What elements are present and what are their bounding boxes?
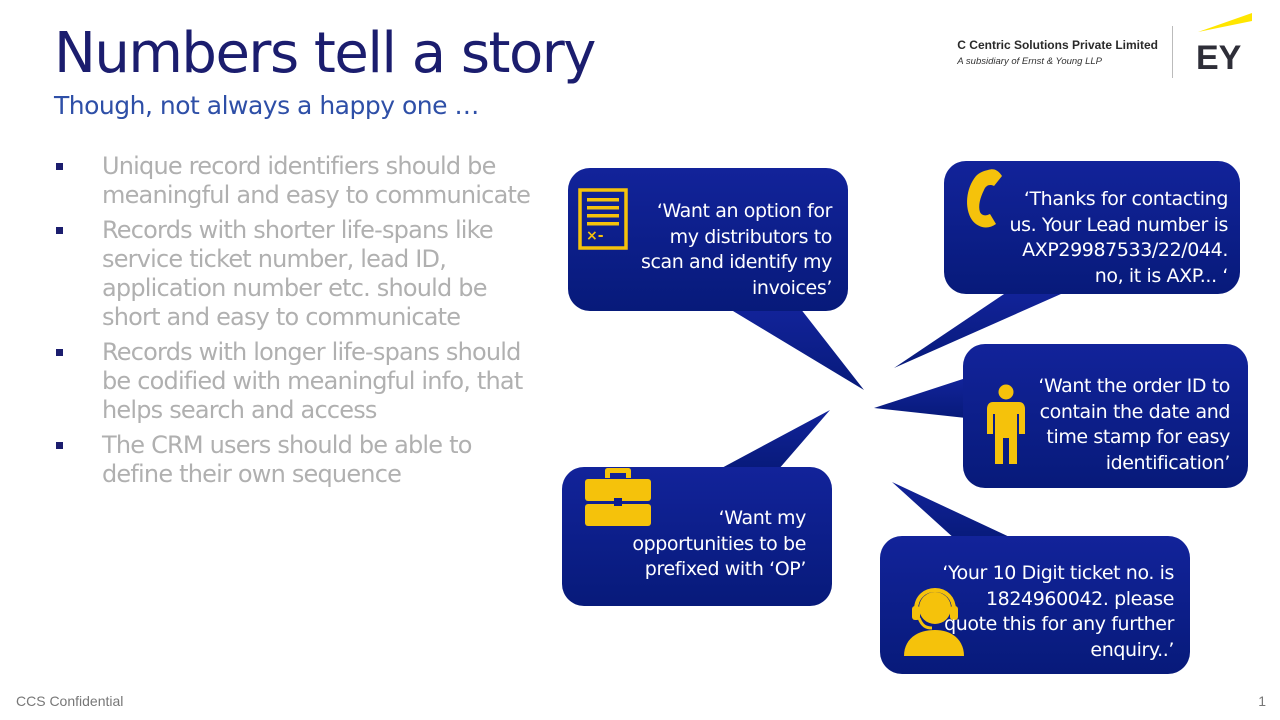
callout-text-invoice: ‘Want an option for my distributors to s…	[640, 200, 832, 299]
callout-text-phone: ‘Thanks for contacting us. Your Lead num…	[1009, 188, 1229, 287]
slide-title: Numbers tell a story	[54, 21, 596, 86]
callout-text-headset: ‘Your 10 Digit ticket no. is 1824960042.…	[942, 562, 1174, 661]
slide-subtitle: Though, not always a happy one …	[54, 91, 479, 120]
company-tagline: A subsidiary of Ernst & Young LLP	[957, 56, 1102, 67]
bullet-marker	[56, 442, 63, 449]
brand-divider	[1172, 26, 1173, 78]
headset-agent-icon	[904, 588, 964, 656]
bullet-item: Records with longer life-spans should be…	[54, 338, 544, 425]
ey-logo: EY	[1196, 13, 1252, 72]
svg-text:×-: ×-	[586, 228, 604, 244]
ey-logo-beam	[1198, 13, 1252, 32]
briefcase-icon	[585, 468, 651, 526]
bullet-item: Unique record identifiers should be mean…	[54, 152, 544, 210]
person-icon	[987, 384, 1025, 464]
bullet-marker	[56, 349, 63, 356]
company-name: C Centric Solutions Private Limited	[957, 38, 1158, 52]
ey-logo-text: EY	[1196, 39, 1242, 72]
bullet-marker	[56, 163, 63, 170]
phone-icon	[967, 169, 1002, 228]
bullet-list: Unique record identifiers should be mean…	[54, 152, 544, 495]
callout-text-briefcase: ‘Want my opportunities to be prefixed wi…	[632, 507, 806, 580]
callout-text-person: ‘Want the order ID to contain the date a…	[1038, 375, 1230, 474]
invoice-icon: ×-	[578, 188, 628, 250]
bullet-item: Records with shorter life-spans like ser…	[54, 216, 544, 332]
bullet-marker	[56, 227, 63, 234]
callout-briefcase	[562, 410, 832, 606]
callout-phone	[894, 161, 1240, 368]
callout-person	[874, 344, 1248, 488]
callout-invoice	[568, 168, 864, 390]
brand-block: C Centric Solutions Private Limited A su…	[957, 38, 1158, 67]
footer-confidential: CCS Confidential	[16, 693, 124, 709]
bullet-item: The CRM users should be able to define t…	[54, 431, 544, 489]
page-number: 1	[1258, 693, 1266, 709]
